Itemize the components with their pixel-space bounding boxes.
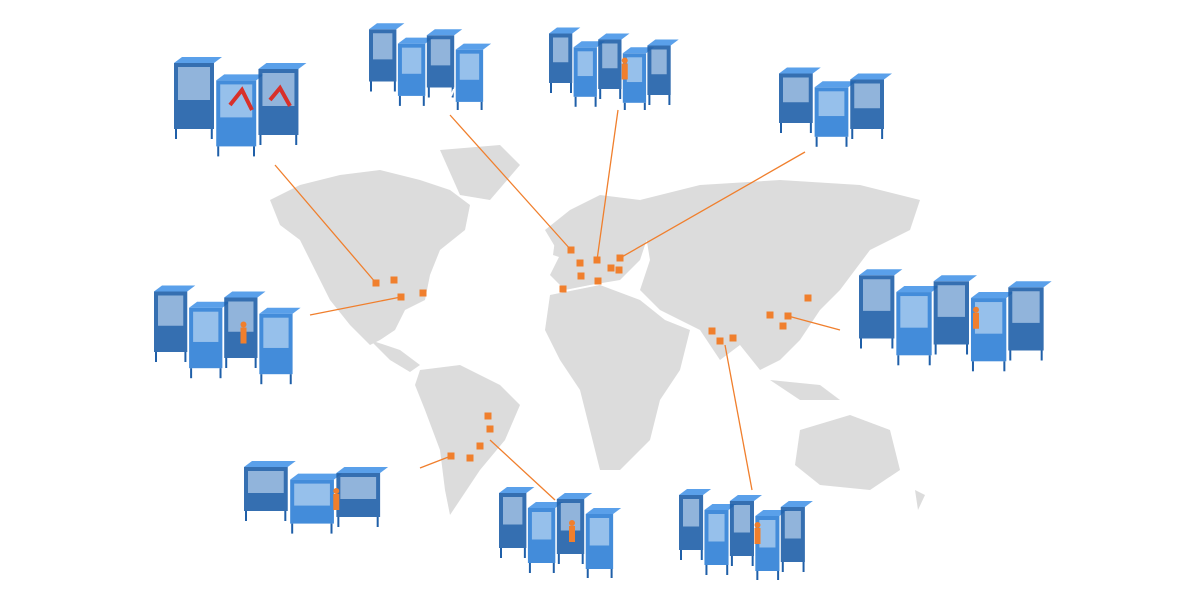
worker-figure: [569, 520, 575, 542]
location-marker: [615, 266, 623, 274]
southeast-asia-islands: [770, 380, 840, 400]
connector-line: [489, 439, 556, 501]
location-marker: [390, 276, 398, 284]
connector-line: [787, 315, 841, 331]
production-machine-4: [779, 67, 892, 147]
production-machine-3: [549, 27, 679, 110]
uk: [553, 236, 563, 258]
location-marker: [607, 264, 615, 272]
production-machine-6: [859, 269, 1052, 372]
connector-line: [619, 151, 806, 259]
production-machine-1: [174, 57, 307, 157]
worker-figure: [240, 321, 247, 344]
location-marker: [559, 285, 567, 293]
connector-line: [419, 455, 452, 469]
south-america: [415, 365, 520, 515]
location-marker: [397, 293, 405, 301]
location-markers: [372, 246, 812, 462]
greenland: [440, 145, 520, 200]
location-marker: [577, 272, 585, 280]
asia: [640, 180, 920, 370]
worker-figure: [754, 522, 761, 544]
new-zealand: [915, 490, 925, 510]
location-marker: [576, 259, 584, 267]
production-machine-9: [679, 489, 813, 580]
connector-line: [309, 296, 402, 316]
location-marker: [766, 311, 774, 319]
production-machine-7: [244, 461, 389, 534]
connector-line: [274, 164, 377, 284]
continents: [270, 145, 925, 515]
location-marker: [784, 312, 792, 320]
svg-text:JHV: JHV: [434, 88, 455, 99]
location-marker: [729, 334, 737, 342]
location-marker: [447, 452, 455, 460]
location-marker: [779, 322, 787, 330]
location-marker: [716, 337, 724, 345]
location-marker: [804, 294, 812, 302]
location-marker: [484, 412, 492, 420]
location-marker: [593, 256, 601, 264]
worker-figure: [333, 488, 340, 510]
worker-figure: [621, 57, 628, 80]
connector-line: [596, 109, 619, 261]
connector-line: [724, 344, 753, 491]
production-machine-2: JHV: [369, 23, 492, 110]
location-marker: [708, 327, 716, 335]
connector-lines: [274, 109, 841, 501]
location-marker: [466, 454, 474, 462]
location-marker: [419, 289, 427, 297]
location-marker: [616, 254, 624, 262]
location-marker: [476, 442, 484, 450]
japan: [815, 270, 830, 310]
north-america: [270, 170, 470, 345]
production-machine-5: [154, 285, 301, 385]
location-marker: [486, 425, 494, 433]
europe: [545, 195, 650, 290]
production-machine-8: [499, 487, 622, 578]
central-america: [370, 340, 420, 372]
location-marker: [594, 277, 602, 285]
africa: [545, 285, 690, 470]
worker-figure: [973, 306, 979, 329]
australia: [795, 415, 900, 490]
location-marker: [372, 279, 380, 287]
connector-line: [449, 114, 572, 251]
location-marker: [567, 246, 575, 254]
